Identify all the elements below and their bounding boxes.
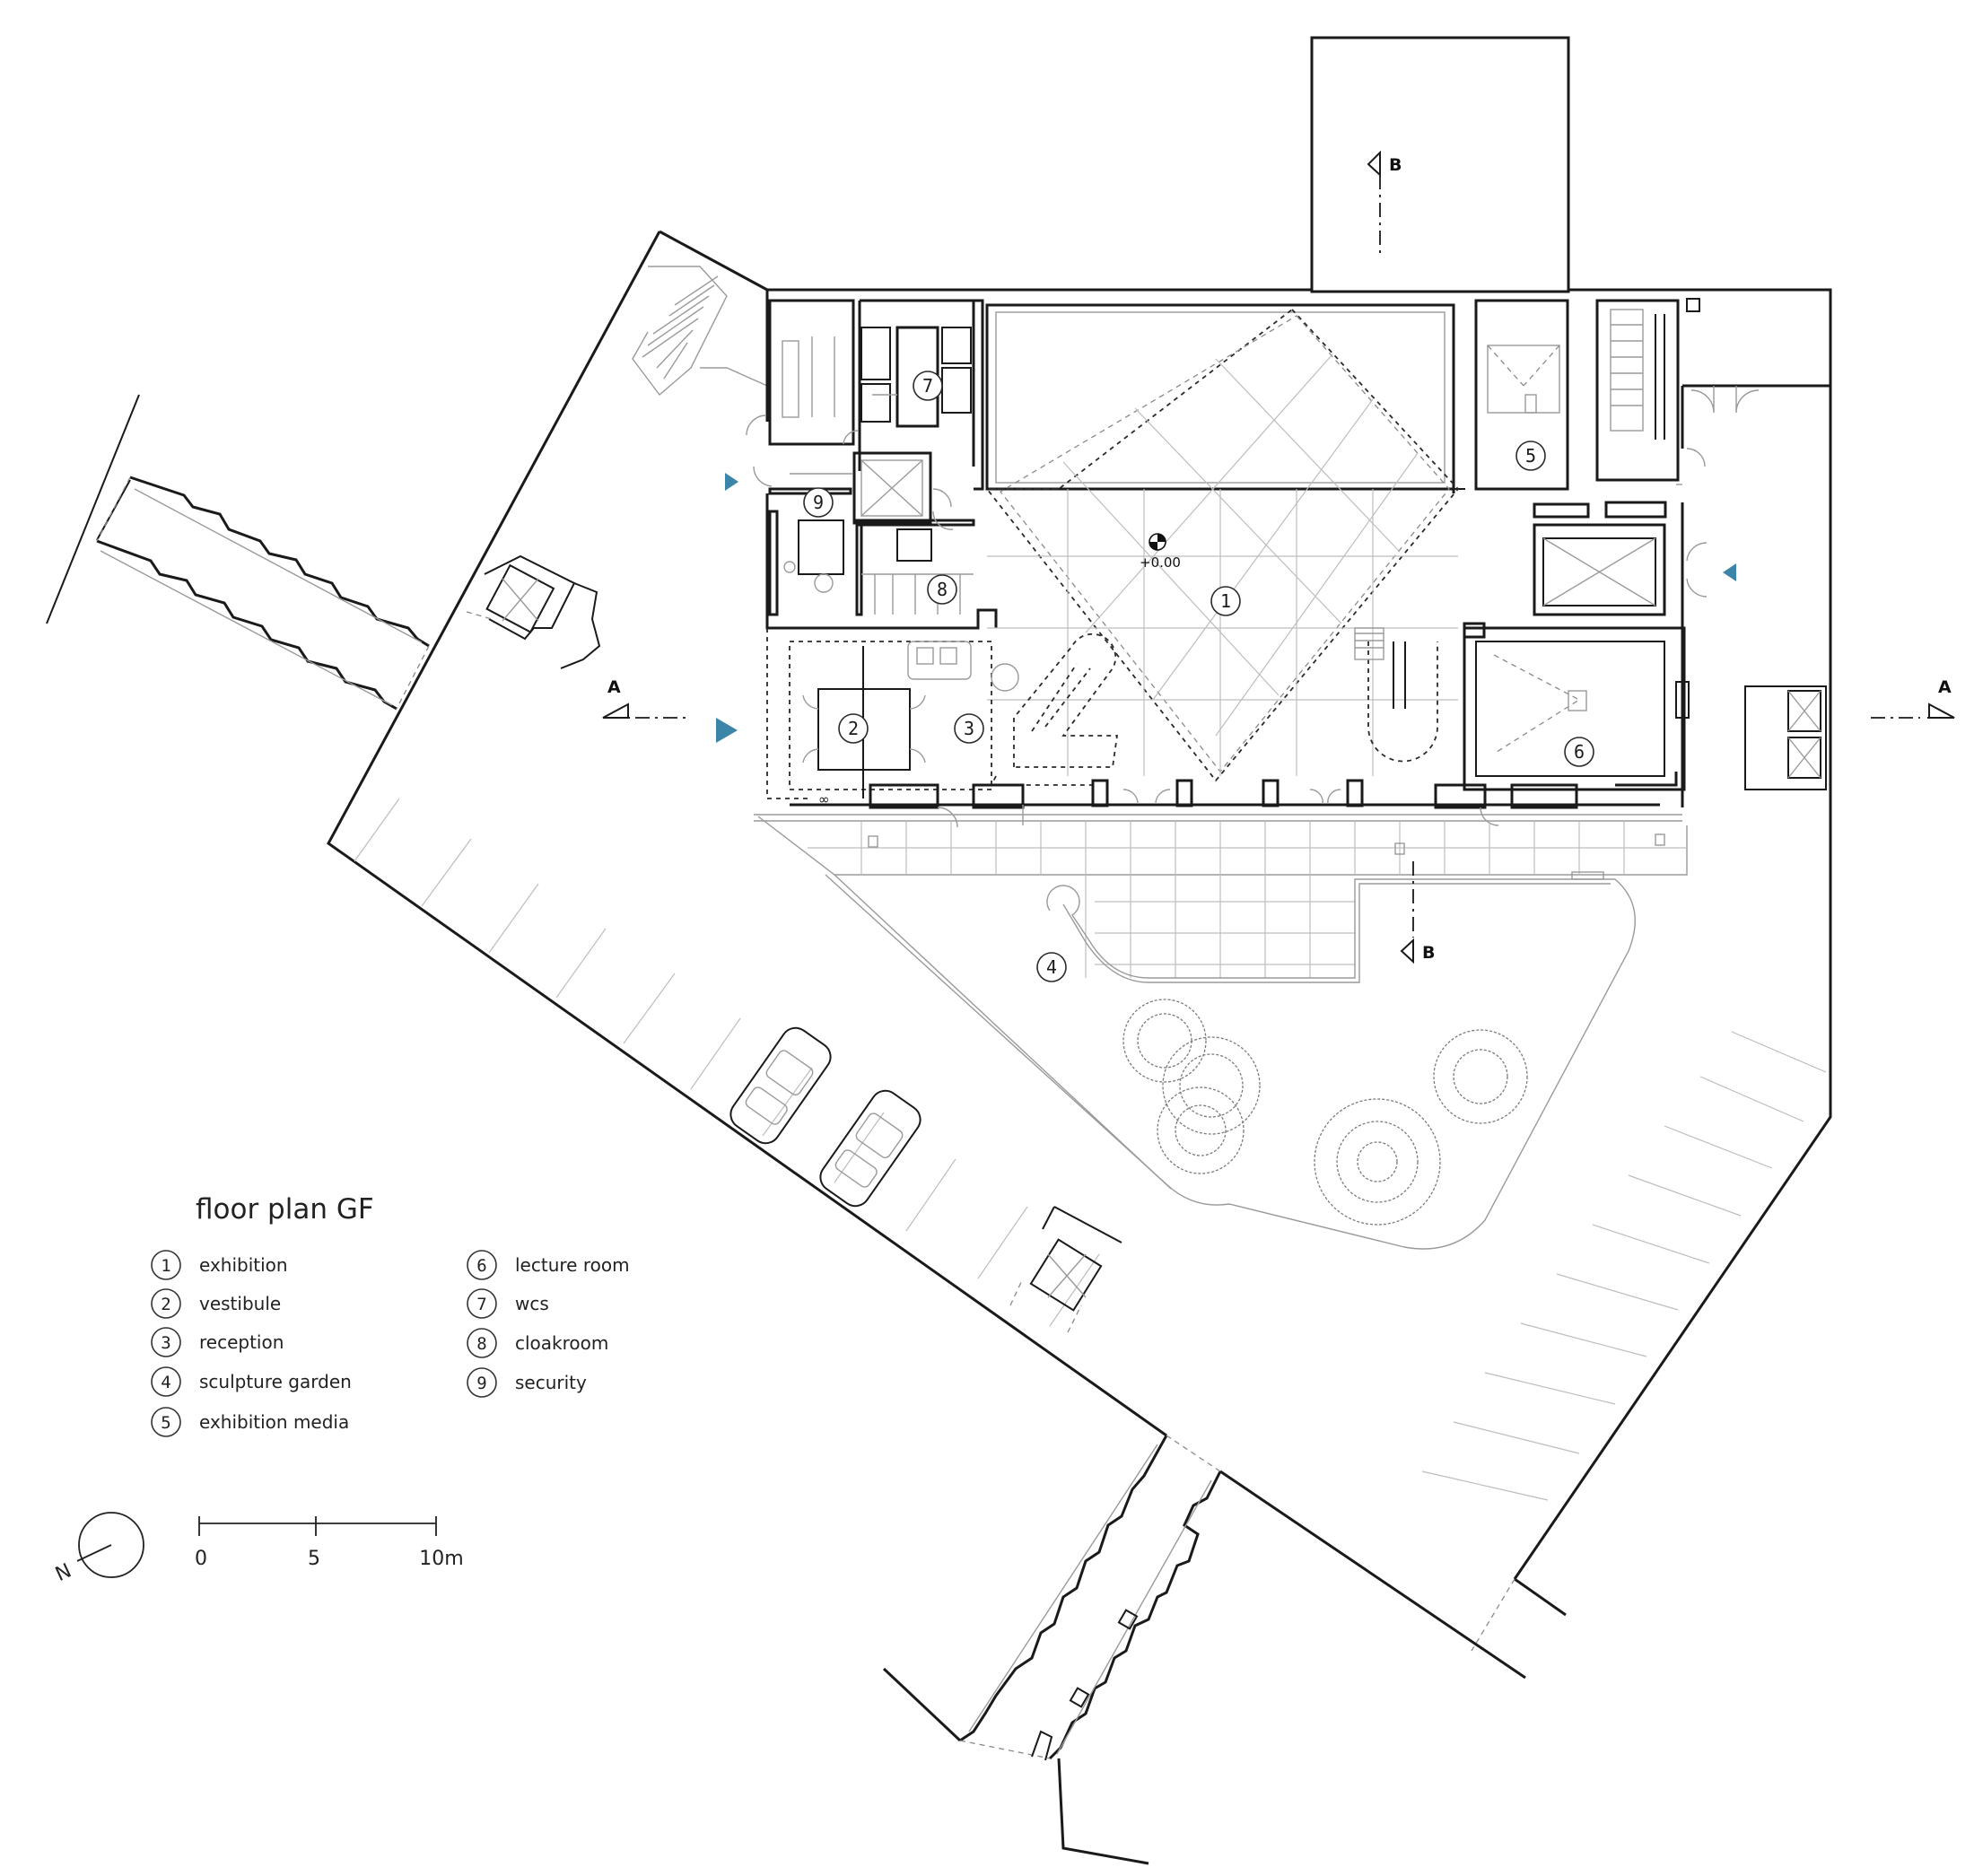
svg-text:vestibule: vestibule [199, 1293, 281, 1314]
scale-bar: 0 5 10m [195, 1516, 464, 1570]
svg-text:cloakroom: cloakroom [515, 1332, 608, 1354]
svg-text:sculpture garden: sculpture garden [199, 1371, 352, 1392]
room-marker-6: 6 [1564, 737, 1594, 767]
svg-text:6: 6 [1574, 741, 1585, 763]
room-marker-2: 2 [838, 713, 869, 744]
svg-text:1: 1 [161, 1256, 170, 1276]
legend-item-4: 4 sculpture garden [151, 1366, 352, 1397]
room-marker-3: 3 [954, 713, 984, 744]
legend-item-5: 5 exhibition media [151, 1407, 349, 1437]
kiosk-south [1009, 1206, 1122, 1333]
legend-item-8: 8 cloakroom [467, 1328, 608, 1358]
legend-item-2: 2 vestibule [151, 1288, 281, 1319]
svg-text:3: 3 [161, 1333, 170, 1353]
section-a-label-west: A [607, 677, 621, 697]
north-arrow: N [52, 1512, 144, 1586]
scale-label-5: 5 [308, 1548, 320, 1570]
svg-text:∞: ∞ [818, 791, 830, 807]
entrance-arrow-icon [1723, 563, 1736, 581]
level-mark: +0.00 [1140, 533, 1181, 571]
svg-text:5: 5 [1525, 445, 1536, 467]
north-annex [1310, 36, 1570, 293]
parking-stripes-east [1421, 1031, 1827, 1501]
entrance-markers [716, 473, 1736, 743]
svg-text:3: 3 [964, 718, 974, 739]
kiosk-north [466, 554, 601, 669]
entrance-arrow-icon [716, 718, 738, 743]
svg-text:8: 8 [476, 1334, 486, 1354]
north-label: N [52, 1559, 74, 1586]
trees [1122, 999, 1528, 1226]
svg-text:4: 4 [161, 1373, 170, 1392]
level-label: +0.00 [1140, 554, 1181, 571]
svg-text:8: 8 [937, 579, 948, 600]
entrance-arrow-icon [725, 473, 738, 491]
room-marker-4: 4 [1036, 952, 1067, 982]
svg-text:5: 5 [161, 1413, 170, 1433]
scale-label-10m: 10m [419, 1548, 463, 1570]
room-marker-7: 7 [913, 371, 943, 401]
svg-text:9: 9 [476, 1374, 486, 1393]
south-facade: ∞ [754, 772, 1682, 828]
svg-text:4: 4 [1046, 956, 1057, 978]
svg-text:lecture room: lecture room [515, 1254, 630, 1276]
compass-icon [78, 1512, 144, 1578]
legend-item-9: 9 security [467, 1367, 587, 1398]
svg-text:2: 2 [161, 1295, 170, 1314]
section-lines: A A B B [602, 150, 1955, 964]
section-a-label-east: A [1938, 677, 1952, 697]
svg-text:wcs: wcs [515, 1293, 549, 1314]
svg-text:7: 7 [922, 375, 933, 397]
sculpture-garden-area [757, 816, 1688, 1250]
svg-text:6: 6 [476, 1256, 486, 1276]
scale-label-0: 0 [195, 1548, 207, 1570]
svg-text:9: 9 [813, 492, 824, 513]
room-marker-9: 9 [803, 487, 834, 518]
legend-item-1: 1 exhibition [151, 1250, 288, 1280]
section-b-label-south: B [1422, 943, 1435, 963]
parked-cars [729, 1026, 921, 1208]
site-edges [46, 230, 1832, 1865]
svg-text:security: security [515, 1372, 587, 1393]
svg-text:exhibition: exhibition [199, 1254, 288, 1276]
legend-item-3: 3 reception [151, 1327, 284, 1357]
building: ∞ [746, 36, 1832, 828]
legend: floor plan GF 1 exhibition 2 vestibule 3… [151, 1193, 630, 1437]
section-b-label-north: B [1389, 155, 1402, 175]
svg-text:1: 1 [1220, 590, 1231, 612]
room-marker-8: 8 [927, 574, 957, 605]
svg-text:7: 7 [476, 1295, 486, 1314]
room-marker-5: 5 [1515, 441, 1546, 471]
parking-stripes-west [354, 798, 1100, 1327]
svg-text:2: 2 [848, 718, 859, 739]
car-icon [819, 1089, 921, 1208]
room-marker-1: 1 [1210, 586, 1241, 616]
legend-title: floor plan GF [196, 1193, 374, 1226]
svg-text:exhibition media: exhibition media [199, 1411, 349, 1433]
room-markers: 1 2 3 4 5 6 7 8 9 [803, 371, 1594, 982]
legend-item-7: 7 wcs [467, 1288, 549, 1319]
legend-item-6: 6 lecture room [467, 1250, 630, 1280]
svg-text:reception: reception [199, 1331, 284, 1353]
exterior-stair [632, 266, 768, 397]
car-icon [729, 1026, 832, 1145]
